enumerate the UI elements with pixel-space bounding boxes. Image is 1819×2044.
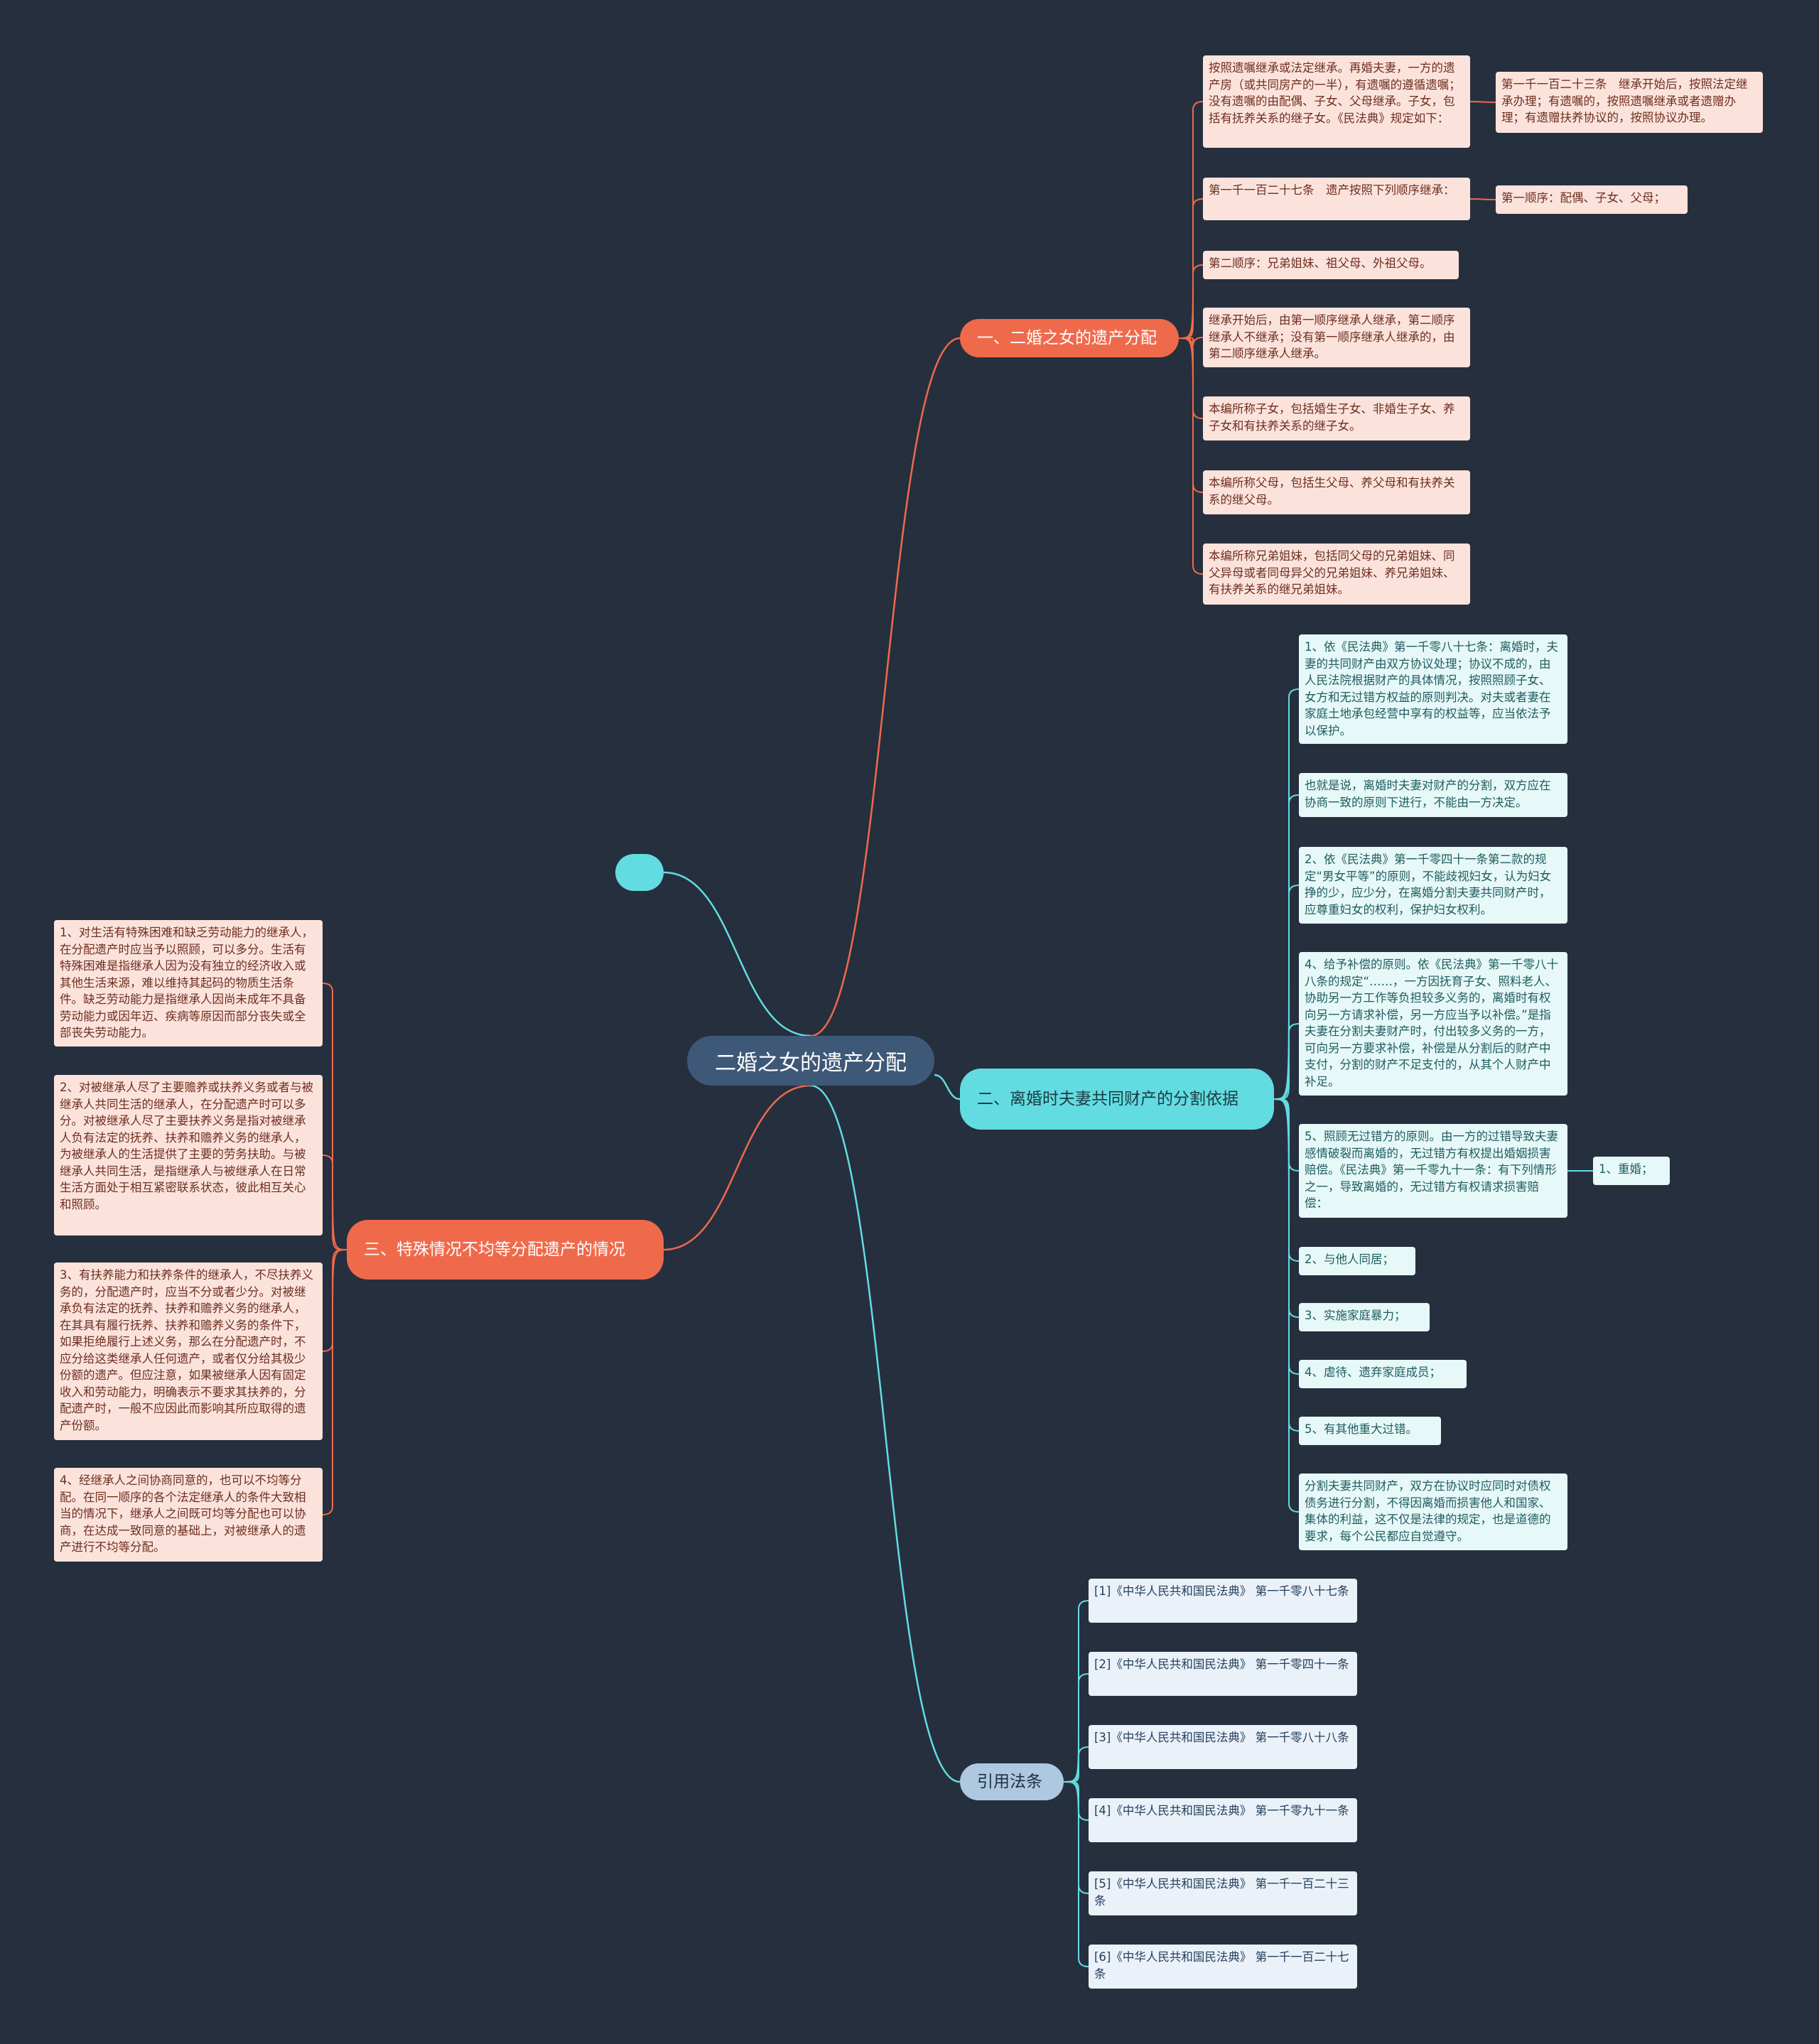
- floating-node[interactable]: [615, 854, 664, 891]
- b4-item-1[interactable]: [1]《中华人民共和国民法典》 第一千零八十七条: [1089, 1579, 1357, 1623]
- b4-item-6[interactable]: [6]《中华人民共和国民法典》 第一千一百二十七条: [1089, 1945, 1357, 1989]
- b3-item-1[interactable]: 1、对生活有特殊困难和缺乏劳动能力的继承人，在分配遗产时应当予以照顾，可以多分。…: [54, 920, 323, 1047]
- b3-item-3[interactable]: 3、有扶养能力和扶养条件的继承人，不尽扶养义务的，分配遗产时，应当不分或者少分。…: [54, 1262, 323, 1440]
- edge-branch-2-node-6: [1273, 1098, 1300, 1318]
- edge-root-b1: [810, 337, 961, 1037]
- b1-item-1[interactable]: 按照遗嘱继承或法定继承。再婚夫妻，一方的遗产房（或共同房产的一半），有遗嘱的遵循…: [1203, 55, 1470, 148]
- edge-branch-3-node-3: [322, 1249, 347, 1515]
- b1-item-5[interactable]: 本编所称子女，包括婚生子女、非婚生子女、养子女和有扶养关系的继子女。: [1203, 396, 1470, 440]
- edge-root-b4: [810, 1084, 961, 1783]
- branch-4-node[interactable]: 引用法条: [960, 1763, 1064, 1800]
- b2-item-5[interactable]: 5、照顾无过错方的原则。由一方的过错导致夫妻感情破裂而离婚的，无过错方有权提出婚…: [1299, 1124, 1567, 1218]
- b1-sub-2[interactable]: 第一顺序：配偶、子女、父母；: [1496, 185, 1688, 214]
- edge-branch-2-node-2: [1273, 885, 1300, 1100]
- edge-branch-4-node-4: [1063, 1781, 1089, 1894]
- b2-item-10[interactable]: 分割夫妻共同财产，双方在协议时应同时对债权债务进行分割，不得因离婚而损害他人和国…: [1299, 1473, 1567, 1550]
- b1-item-6[interactable]: 本编所称父母，包括生父母、养父母和有扶养关系的继父母。: [1203, 470, 1470, 514]
- b1-item-2[interactable]: 第一千一百二十七条 遗产按照下列顺序继承：: [1203, 178, 1470, 220]
- edge-branch-2-node-0: [1273, 688, 1300, 1100]
- edge-branch-4-node-1: [1063, 1673, 1089, 1783]
- b1-item-7[interactable]: 本编所称兄弟姐妹，包括同父母的兄弟姐妹、同父异母或者同母异父的兄弟姐妹、养兄弟姐…: [1203, 544, 1470, 605]
- edge-branch-3-node-1: [322, 1155, 347, 1250]
- edge-branch-2-node-3: [1273, 1023, 1300, 1100]
- b2-item-4[interactable]: 4、给予补偿的原则。依《民法典》第一千零八十八条的规定“……，一方因抚育子女、照…: [1299, 952, 1567, 1096]
- edge-branch-4-node-5: [1063, 1781, 1089, 1967]
- b2-item-6[interactable]: 2、与他人同居；: [1299, 1247, 1415, 1275]
- b3-item-2[interactable]: 2、对被继承人尽了主要赡养或扶养义务或者与被继承人共同生活的继承人，在分配遗产时…: [54, 1075, 323, 1235]
- b2-item-3[interactable]: 2、依《民法典》第一千零四十一条第二款的规定“男女平等”的原则，不能歧视妇女，认…: [1299, 847, 1567, 924]
- b2-item-1[interactable]: 1、依《民法典》第一千零八十七条：离婚时，夫妻的共同财产由双方协议处理；协议不成…: [1299, 634, 1567, 744]
- edge-root-b3: [663, 1084, 811, 1251]
- edge-branch-2-node-9: [1273, 1098, 1300, 1513]
- edge-branch-3-node-2: [322, 1249, 347, 1352]
- root-node[interactable]: 二婚之女的遗产分配: [687, 1036, 934, 1086]
- edge-branch-2-node-7: [1273, 1098, 1300, 1375]
- edge-root-b2: [934, 1074, 961, 1101]
- b2-item-2[interactable]: 也就是说，离婚时夫妻对财产的分割，双方应在协商一致的原则下进行，不能由一方决定。: [1299, 773, 1567, 817]
- edge-branch-1-node-2: [1178, 264, 1204, 339]
- edge-branch-1-node-6: [1178, 337, 1204, 575]
- b4-item-5[interactable]: [5]《中华人民共和国民法典》 第一千一百二十三条: [1089, 1871, 1357, 1915]
- b4-item-4[interactable]: [4]《中华人民共和国民法典》 第一千零九十一条: [1089, 1798, 1357, 1842]
- b1-item-4[interactable]: 继承开始后，由第一顺序继承人继承，第二顺序继承人不继承；没有第一顺序继承人继承的…: [1203, 308, 1470, 367]
- b2-item-8[interactable]: 4、虐待、遗弃家庭成员；: [1299, 1360, 1467, 1388]
- edge-branch-2-node-1: [1273, 794, 1300, 1100]
- b4-item-3[interactable]: [3]《中华人民共和国民法典》 第一千零八十八条: [1089, 1725, 1357, 1769]
- branch-1-node[interactable]: 一、二婚之女的遗产分配: [960, 319, 1179, 357]
- branch-2-node[interactable]: 二、离婚时夫妻共同财产的分割依据: [960, 1069, 1274, 1130]
- b4-item-2[interactable]: [2]《中华人民共和国民法典》 第一千零四十一条: [1089, 1652, 1357, 1696]
- b1-sub-1[interactable]: 第一千一百二十三条 继承开始后，按照法定继承办理；有遗嘱的，按照遗嘱继承或者遗赠…: [1496, 72, 1763, 133]
- edge-branch-1-node-5: [1178, 337, 1204, 493]
- edge-branch-1-node-1: [1178, 198, 1204, 339]
- b3-item-4[interactable]: 4、经继承人之间协商同意的，也可以不均等分配。在同一顺序的各个法定继承人的条件大…: [54, 1468, 323, 1562]
- b1-item-3[interactable]: 第二顺序：兄弟姐妹、祖父母、外祖父母。: [1203, 251, 1459, 279]
- b2-item-9[interactable]: 5、有其他重大过错。: [1299, 1417, 1441, 1445]
- edge-root-floating: [663, 871, 811, 1037]
- b2-item-7[interactable]: 3、实施家庭暴力；: [1299, 1303, 1430, 1331]
- b2-sub-1[interactable]: 1、重婚；: [1593, 1157, 1670, 1185]
- edge-branch-2-node-5: [1273, 1098, 1300, 1262]
- edge-branch-2-node-8: [1273, 1098, 1300, 1432]
- edge-branch-1-node-4: [1178, 337, 1204, 419]
- edge-branch-4-node-0: [1063, 1600, 1089, 1783]
- edge-branch-1-node-0: [1178, 101, 1204, 339]
- branch-3-node[interactable]: 三、特殊情况不均等分配遗产的情况: [347, 1220, 664, 1280]
- edge-b1-sub-2: [1469, 198, 1496, 200]
- edge-branch-3-node-0: [322, 983, 347, 1250]
